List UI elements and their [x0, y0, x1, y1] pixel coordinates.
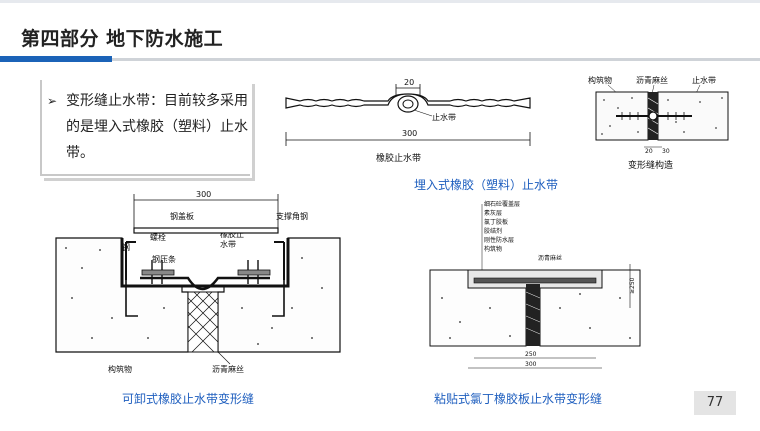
asphalt-joint-3: [526, 284, 540, 346]
layer-label-3: 胶结剂: [484, 227, 502, 235]
page-number: 77: [694, 391, 736, 415]
rubber-waterstop-label: 橡胶止水带: [220, 230, 244, 249]
structure-label: 构筑物: [588, 75, 612, 85]
dim-300-bottom: 300: [196, 190, 211, 199]
structure-label-2: 构筑物: [108, 364, 132, 374]
removable-waterstop-diagram: 300 钢盖板 支撑角钢 角钢 螺栓 钢压条 橡胶止水带: [55, 190, 341, 374]
dim-250-label: 250: [525, 351, 537, 358]
layer-label-1: 素灰层: [484, 209, 502, 217]
layer-label-2: 氯丁胶板: [484, 218, 508, 226]
joint-structure-name: 变形缝构造: [628, 159, 673, 171]
bullet-arrow-icon: ➢: [47, 94, 58, 108]
dim-30-label: 30: [662, 148, 670, 155]
bullet-text: 变形缝止水带：目前较多采用的是埋入式橡胶（塑料）止水带。: [66, 93, 248, 161]
waterstop-profile: [285, 93, 531, 109]
title-divider: [112, 58, 760, 61]
bolt-label: 螺栓: [150, 232, 166, 242]
dim-height-label: ≥250: [629, 277, 636, 294]
bullet-box-shadow: [44, 84, 255, 181]
dim-20-label-2: 20: [645, 148, 653, 155]
caption-embedded-waterstop: 埋入式橡胶（塑料）止水带: [414, 178, 559, 192]
dim-20-label: 20: [404, 78, 414, 87]
layer-label-0: 细石砼覆盖层: [484, 200, 520, 208]
joint-structure-diagram: 构筑物 沥青麻丝 止水带 20 30 变形缝构造: [588, 75, 729, 171]
slide-title: 第四部分 地下防水施工: [21, 28, 224, 50]
waterstop-label: 止水带: [432, 112, 456, 122]
bullet-box: [40, 80, 250, 176]
layer-label-5: 构筑物: [484, 245, 502, 253]
dim-300-label-3: 300: [525, 361, 537, 368]
cover-plate: [133, 227, 279, 234]
top-rule: [0, 0, 760, 3]
caption-bonded-neoprene: 粘贴式氯丁橡胶板止水带变形缝: [434, 392, 603, 406]
pressure-strip-label: 钢压条: [152, 254, 176, 264]
asphalt-joint-fill: [187, 291, 219, 353]
dim-300-label: 300: [402, 129, 417, 138]
asphalt-label-3: 沥青麻丝: [538, 254, 562, 262]
rubber-waterstop-name: 橡胶止水带: [376, 152, 421, 164]
rubber-waterstop-diagram: 20 止水带 300 橡胶止水带: [285, 78, 531, 164]
support-angle-label: 支撑角钢: [276, 211, 308, 221]
bonded-neoprene-diagram: 细石砼覆盖层 素灰层 氯丁胶板 胶结剂 刚性防水层 构筑物 沥青麻丝 ≥250 …: [429, 200, 641, 369]
asphalt-label: 沥青麻丝: [636, 75, 668, 85]
layer-label-4: 刚性防水层: [484, 236, 514, 244]
title-accent-bar: [0, 56, 112, 62]
caption-removable-waterstop: 可卸式橡胶止水带变形缝: [122, 392, 255, 406]
asphalt-label-2: 沥青麻丝: [212, 364, 244, 374]
cover-plate-label: 钢盖板: [170, 211, 194, 221]
waterstop-label-2: 止水带: [692, 75, 716, 85]
